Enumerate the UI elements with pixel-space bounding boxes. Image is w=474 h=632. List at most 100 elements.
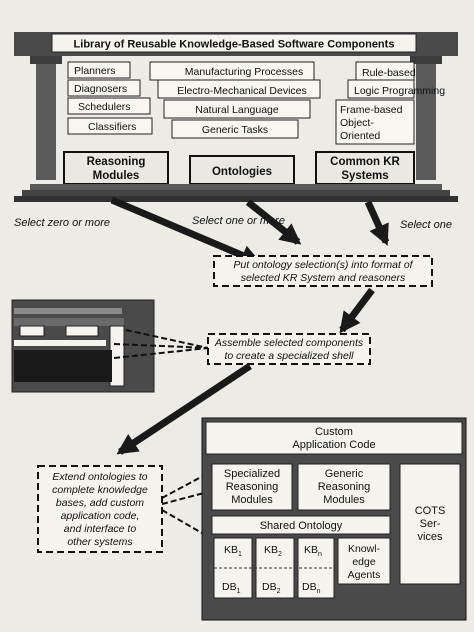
extend-step-text: Extend ontologies to	[52, 471, 147, 483]
generic-modules-label: Modules	[323, 494, 365, 506]
shell-connectors	[113, 329, 209, 359]
kr-item: Object-	[340, 117, 374, 129]
left-column-capital	[30, 56, 62, 64]
specialized-modules-label: Modules	[231, 494, 273, 506]
format-step-text: selected KR System and reasoners	[241, 272, 406, 284]
shell-slot	[65, 325, 99, 337]
assemble-step-box	[207, 333, 371, 365]
reasoning-item: Planners	[74, 65, 115, 77]
ontology-item: Manufacturing Processes	[185, 66, 303, 78]
cots-label: COTS	[415, 505, 446, 517]
db-label: DB1	[222, 581, 241, 595]
extend-step-text: and interface to	[64, 523, 137, 535]
ontology-item: Electro-Mechanical Devices	[177, 85, 307, 97]
cots-label: Ser-	[420, 518, 441, 530]
selection-arrows	[110, 196, 390, 266]
ontology-stack: Manufacturing Processes Electro-Mechanic…	[149, 61, 321, 139]
ontologies-box	[189, 155, 295, 185]
db-label: DBn	[302, 581, 321, 595]
library-title: Library of Reusable Knowledge-Based Soft…	[74, 39, 395, 51]
kr-item: Rule-based	[362, 67, 416, 79]
knowledge-agents-box	[337, 537, 391, 585]
assemble-step-text: to create a specialized shell	[225, 350, 355, 362]
reasoning-card	[67, 61, 131, 79]
knowledge-agents-label: Agents	[348, 569, 381, 581]
ontology-item: Generic Tasks	[202, 124, 268, 136]
cots-label: vices	[417, 531, 443, 543]
shell-bar	[14, 340, 106, 346]
shell-connector	[125, 329, 209, 349]
ontology-card	[157, 79, 321, 99]
reasoning-card	[67, 117, 153, 135]
kb-label: KB1	[224, 544, 242, 558]
right-column-capital	[410, 56, 442, 64]
assemble-to-extend-arrow	[116, 363, 252, 455]
knowledge-agents-label: edge	[352, 556, 376, 568]
reasoning-modules-label: Reasoning	[87, 156, 146, 168]
kb-label: KBn	[304, 544, 322, 558]
temple-step	[30, 184, 442, 190]
kr-stack: Rule-based Logic Programming Frame-based…	[335, 61, 445, 145]
assemble-step-text: Assemble selected components	[214, 337, 364, 349]
ontology-arrow	[245, 199, 302, 245]
library-temple: Library of Reusable Knowledge-Based Soft…	[14, 32, 458, 202]
ontology-card	[163, 99, 311, 119]
reasoning-card	[67, 97, 151, 115]
cots-box	[399, 463, 461, 585]
extend-step-text: application code,	[61, 510, 140, 522]
common-kr-label: Common KR	[330, 156, 400, 168]
reasoning-modules-label: Modules	[93, 170, 140, 182]
temple-step	[22, 190, 450, 196]
shared-ontology-label: Shared Ontology	[260, 520, 343, 532]
ontology-card	[171, 119, 299, 139]
reasoning-stack: Planners Diagnosers Schedulers Classifie…	[67, 61, 153, 135]
shell-bar	[14, 308, 122, 314]
kr-item: Logic Programming	[354, 85, 445, 97]
specialized-modules-label: Specialized	[224, 468, 280, 480]
reasoning-item: Schedulers	[78, 101, 131, 113]
right-column	[416, 64, 436, 180]
custom-code-label: Custom	[315, 426, 353, 438]
kr-item: Frame-based	[340, 104, 403, 116]
shell-connector	[113, 347, 209, 359]
common-kr-label: Systems	[341, 170, 388, 182]
extend-step-text: bases, add custom	[56, 497, 144, 509]
specialized-modules-box	[211, 463, 293, 511]
generic-modules-box	[297, 463, 391, 511]
select-one-or-more-label: Select one or more	[192, 215, 285, 227]
format-step-box	[213, 255, 433, 287]
custom-code-label: Application Code	[292, 439, 375, 451]
reasoning-modules-box	[63, 151, 169, 185]
shared-ontology-box	[211, 515, 391, 535]
shell-block	[14, 350, 112, 382]
reasoning-item: Diagnosers	[74, 83, 127, 95]
ontologies-label: Ontologies	[212, 166, 272, 178]
application-stack: Custom Application Code Specialized Reas…	[201, 417, 467, 621]
extend-step-box	[37, 465, 163, 553]
generic-modules-label: Reasoning	[318, 481, 371, 493]
extend-step-text: complete knowledge	[52, 484, 148, 496]
kr-item: Oriented	[340, 130, 380, 142]
common-kr-box	[315, 151, 415, 185]
shell-bar	[14, 318, 124, 326]
kr-card	[347, 79, 415, 99]
kb-label: KB2	[264, 544, 282, 558]
kr-arrow	[364, 200, 390, 246]
kr-card	[335, 99, 415, 145]
shell-slot	[109, 325, 125, 387]
select-one-label: Select one	[400, 219, 452, 231]
reasoning-card	[67, 79, 141, 97]
library-title-box	[51, 33, 417, 53]
extend-step-text: other systems	[67, 536, 133, 548]
temple-step	[14, 196, 458, 202]
knowledge-agents-label: Knowl-	[348, 543, 381, 555]
generic-modules-label: Generic	[325, 468, 364, 480]
shell-mockup	[11, 299, 155, 393]
format-to-assemble-arrow	[339, 287, 375, 334]
reasoning-arrow	[110, 196, 262, 266]
left-column	[36, 64, 56, 180]
custom-code-box	[205, 421, 463, 455]
db-label: DB2	[262, 581, 281, 595]
